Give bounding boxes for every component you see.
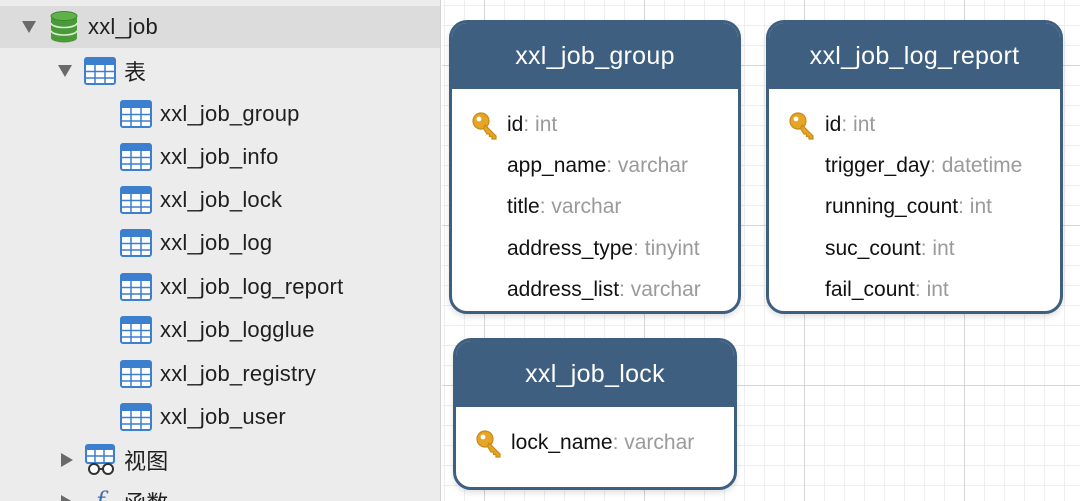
field-name: trigger_day <box>825 154 931 177</box>
table-label: xxl_job_user <box>160 404 286 429</box>
tree-item-table[interactable]: xxl_job_group <box>0 93 440 135</box>
primary-key-icon <box>472 112 497 140</box>
field-separator: : <box>958 195 970 218</box>
field-separator: : <box>841 113 854 136</box>
table-label: xxl_job_registry <box>160 361 317 386</box>
functions-group-label: 函数 <box>124 486 168 501</box>
field-name: running_count <box>825 195 959 218</box>
tables-group-label: 表 <box>124 60 147 85</box>
field-separator: : <box>612 431 625 454</box>
table-icon <box>120 316 152 344</box>
field-separator: : <box>920 237 933 260</box>
field-name: app_name <box>507 154 607 177</box>
table-icon <box>120 186 152 214</box>
entity-card-job-log-report[interactable]: xxl_job_log_report id: int trigger_day: … <box>766 20 1063 314</box>
field-name: id <box>507 113 524 136</box>
tree-item-views-group[interactable]: 视图 <box>0 439 440 481</box>
field-type: int <box>926 278 949 301</box>
table-label: xxl_job_lock <box>160 187 283 212</box>
database-label: xxl_job <box>88 14 158 39</box>
entity-title: xxl_job_group <box>452 23 738 89</box>
table-icon <box>120 229 152 257</box>
tree-item-table[interactable]: xxl_job_user <box>0 396 440 438</box>
table-label: xxl_job_logglue <box>160 317 315 342</box>
field-separator: : <box>914 278 927 301</box>
disclosure-expanded-icon[interactable] <box>20 18 38 36</box>
function-icon: f <box>88 487 116 501</box>
field-type: int <box>932 237 955 260</box>
tree-item-table[interactable]: xxl_job_log_report <box>0 266 440 308</box>
view-icon <box>84 444 118 476</box>
entity-field[interactable]: id: int <box>769 107 1060 143</box>
field-type: int <box>969 195 992 218</box>
tree-item-table[interactable]: xxl_job_info <box>0 136 440 178</box>
field-name: address_list <box>507 278 620 301</box>
tree-item-table[interactable]: xxl_job_logglue <box>0 309 440 351</box>
database-icon <box>50 11 78 43</box>
primary-key-icon <box>476 430 501 458</box>
entity-card-job-lock[interactable]: xxl_job_lock lock_name: varchar <box>453 338 737 490</box>
entity-field[interactable]: fail_count: int <box>769 272 1060 308</box>
disclosure-collapsed-icon[interactable] <box>58 493 76 501</box>
field-name: fail_count <box>825 278 915 301</box>
field-separator: : <box>619 278 631 301</box>
table-icon <box>120 143 152 171</box>
field-name: address_type <box>507 237 634 260</box>
views-group-label: 视图 <box>124 449 169 474</box>
field-type: int <box>853 113 876 136</box>
tree-item-database[interactable]: xxl_job <box>0 6 440 48</box>
entity-field[interactable]: suc_count: int <box>769 231 1060 267</box>
primary-key-icon <box>789 112 814 140</box>
field-separator: : <box>606 154 618 177</box>
entity-field[interactable]: id: int <box>452 107 738 143</box>
tree-item-functions-group[interactable]: f 函数 <box>0 481 440 501</box>
table-icon <box>120 360 152 388</box>
entity-field[interactable]: address_list: varchar <box>452 272 738 308</box>
disclosure-expanded-icon[interactable] <box>56 62 74 80</box>
table-label: xxl_job_log_report <box>160 274 344 299</box>
entity-field[interactable]: app_name: varchar <box>452 148 738 184</box>
svg-text:f: f <box>94 487 109 501</box>
field-type: varchar <box>624 431 695 454</box>
tree-item-table[interactable]: xxl_job_registry <box>0 353 440 395</box>
table-icon <box>120 100 152 128</box>
table-label: xxl_job_group <box>160 101 300 126</box>
field-type: datetime <box>941 154 1023 177</box>
field-separator: : <box>523 113 536 136</box>
field-name: suc_count <box>825 237 921 260</box>
entity-title: xxl_job_log_report <box>769 23 1060 89</box>
field-name: title <box>507 195 540 218</box>
object-tree-sidebar: xxl_job 表 xxl_job_group xxl_job_info <box>0 0 441 501</box>
entity-field[interactable]: running_count: int <box>769 189 1060 225</box>
field-type: varchar <box>617 154 688 177</box>
table-label: xxl_job_log <box>160 230 273 255</box>
entity-field[interactable]: lock_name: varchar <box>456 425 734 461</box>
table-icon <box>120 403 152 431</box>
field-separator: : <box>633 237 645 260</box>
field-type: tinyint <box>644 237 700 260</box>
entity-field[interactable]: address_type: tinyint <box>452 231 738 267</box>
field-type: int <box>535 113 558 136</box>
field-name: id <box>825 113 842 136</box>
tree-item-table[interactable]: xxl_job_lock <box>0 179 440 221</box>
entity-title: xxl_job_lock <box>456 341 734 407</box>
table-icon <box>120 273 152 301</box>
tree-item-tables-group[interactable]: 表 <box>0 50 440 92</box>
field-separator: : <box>539 195 552 218</box>
table-label: xxl_job_info <box>160 144 279 169</box>
field-separator: : <box>930 154 942 177</box>
field-type: varchar <box>551 195 622 218</box>
entity-field[interactable]: title: varchar <box>452 189 738 225</box>
field-type: varchar <box>630 278 701 301</box>
entity-card-job-group[interactable]: xxl_job_group id: int app_name: varchar … <box>449 20 741 314</box>
disclosure-collapsed-icon[interactable] <box>58 451 76 469</box>
field-name: lock_name <box>511 431 613 454</box>
table-icon <box>84 57 116 85</box>
entity-field[interactable]: trigger_day: datetime <box>769 148 1060 184</box>
tree-item-table[interactable]: xxl_job_log <box>0 222 440 264</box>
er-diagram-canvas[interactable]: xxl_job_group id: int app_name: varchar … <box>442 0 1080 501</box>
